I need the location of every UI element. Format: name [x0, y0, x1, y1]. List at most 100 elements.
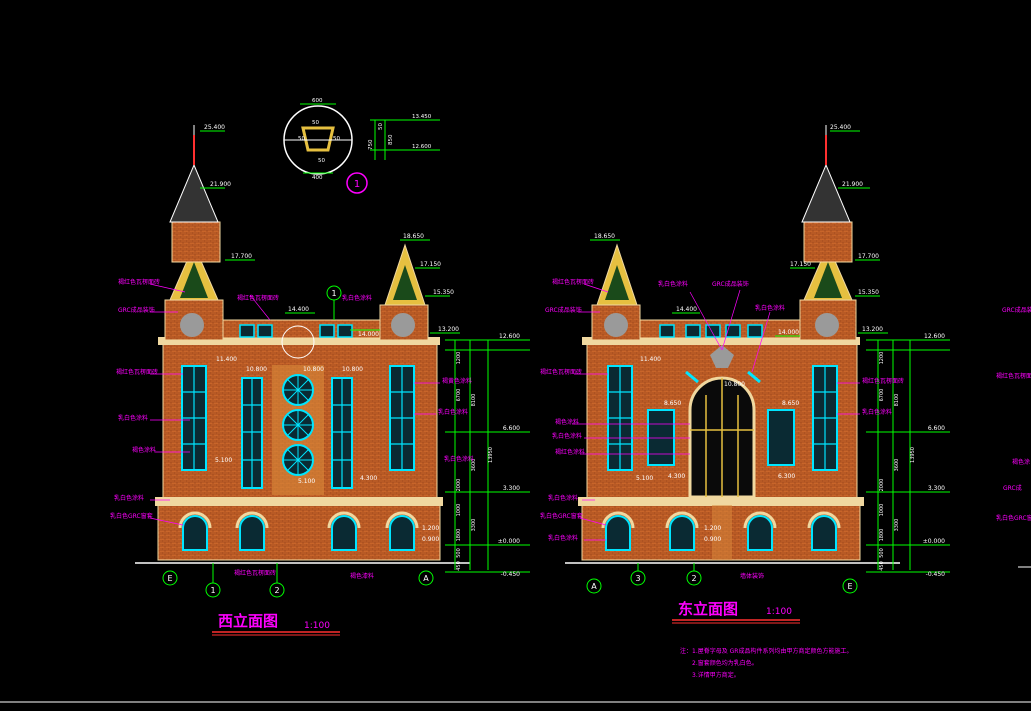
east-level-window-head-r: 8.650 [782, 400, 799, 407]
east-level-ground: ±0.000 [923, 538, 945, 545]
partial-label-1: 褐红色瓦楞面砖 [996, 372, 1031, 380]
east-label-13: 墙体装饰 [740, 572, 764, 580]
west-axis-A: A [423, 574, 429, 583]
west-label-0: 褐红色瓦楞面砖 [118, 278, 160, 286]
west-level-sill-mid: 5.100 [298, 478, 315, 485]
west-left-spire [169, 163, 219, 223]
west-dim-1: 6700 [456, 389, 462, 402]
detail-dim-4: 50 [318, 158, 325, 164]
east-level-window-head-l: 8.650 [664, 400, 681, 407]
east-level-detail2: 0.900 [704, 536, 721, 543]
west-title: 西立面图 [218, 612, 278, 630]
west-axis-1: 1 [210, 586, 215, 595]
east-label-0: 褐红色瓦楞面砖 [552, 278, 594, 286]
west-right-tower-clock [391, 313, 415, 337]
east-dim-10: 450 [879, 561, 885, 571]
west-label-3: 乳白色涂料 [342, 294, 372, 302]
east-right-belfry [803, 221, 853, 263]
west-label-7: 乳白色涂料 [114, 494, 144, 502]
west-level-tower-right-top: 18.650 [403, 233, 424, 240]
west-level-detail2: 0.900 [422, 536, 439, 543]
west-left-belfry [171, 221, 221, 263]
west-level-f2: 6.600 [503, 425, 520, 432]
east-label-14: 乳白色涂料 [658, 280, 688, 288]
east-note-1: 2.窗套颜色均为乳白色。 [692, 659, 758, 667]
west-label-12: 乳白色涂料 [444, 455, 474, 463]
east-title: 东立面图 [678, 600, 738, 618]
west-axis-2: 2 [274, 586, 279, 595]
west-label-4: 褐红色瓦楞面砖 [116, 368, 158, 376]
partial-label-3: GRC成 [1003, 484, 1022, 492]
detail-dim-6: 750 [368, 139, 374, 150]
west-level-sill-right: 4.300 [360, 475, 377, 482]
west-level-detail1: 1.200 [422, 525, 439, 532]
detail-level-1: 12.600 [412, 144, 432, 150]
east-level-detail1: 1.200 [704, 525, 721, 532]
west-level-window-sill-left: 5.100 [215, 457, 232, 464]
west-axis-callout: 1 [331, 289, 336, 298]
detail-dim-8: 850 [388, 134, 394, 145]
west-label-9: 褐红色瓦楞面砖 [234, 569, 276, 577]
east-dim-0: 1200 [879, 352, 885, 365]
east-level-tower-right-base: 15.350 [858, 289, 879, 296]
west-level-window-head-mid1: 10.800 [246, 366, 267, 373]
east-label-12: 褐红色瓦楞面砖 [862, 377, 904, 385]
east-level-cornice: 13.200 [862, 326, 883, 333]
east-level-sill-l: 5.100 [636, 475, 653, 482]
east-dim-4: 13950 [910, 447, 916, 463]
east-level-window-head-left: 11.400 [640, 356, 661, 363]
west-dim-10: 450 [456, 561, 462, 571]
west-label-5: 乳白色涂料 [118, 414, 148, 422]
west-dim-lines [445, 339, 530, 573]
west-elevation: 12.600 6.600 3.300 ±0.000 -0.450 1200 67… [110, 124, 530, 636]
east-notes-prefix: 注： [680, 647, 692, 655]
east-level-f1: 3.300 [928, 485, 945, 492]
east-dim-5: 2000 [879, 479, 885, 492]
west-level-parapet: 14.400 [288, 306, 309, 313]
partial-label-2: 褐色涂 [1012, 458, 1030, 466]
west-label-1: GRC成品装饰 [118, 306, 155, 314]
east-axis-3: 3 [635, 574, 640, 583]
west-level-window-head-mid2: 10.800 [303, 366, 324, 373]
west-dim-8: 1800 [456, 529, 462, 542]
east-level-roof-right: 17.700 [858, 253, 879, 260]
west-level-window-head-mid3: 10.800 [342, 366, 363, 373]
east-label-5: 褐色涂料 [555, 418, 579, 426]
east-elevation: 12.600 6.600 3.300 ±0.000 -0.450 1200 67… [540, 124, 950, 679]
west-level-window-head-left: 11.400 [216, 356, 237, 363]
west-label-8: 乳白色GRC窗套 [110, 512, 153, 520]
west-level-tower-right-mid: 17.150 [420, 261, 441, 268]
west-level-roof-left: 17.700 [231, 253, 252, 260]
east-window-small-right [767, 409, 795, 466]
east-right-spire [801, 163, 851, 223]
west-level-top-eave: 12.600 [499, 333, 520, 340]
west-level-outside: -0.450 [501, 571, 521, 578]
west-label-11: 乳白色涂料 [438, 408, 468, 416]
west-level-f1: 3.300 [503, 485, 520, 492]
west-dim-9: 500 [456, 548, 462, 558]
east-dim-7: 3300 [894, 519, 900, 532]
partial-label-0: GRC成品装饰 [1002, 306, 1031, 314]
west-level-cornice-mid: 14.000 [358, 331, 379, 338]
east-level-tower-left-top: 18.650 [594, 233, 615, 240]
detail-dim-5: 400 [312, 175, 323, 181]
east-window-small-left [647, 409, 675, 466]
east-axis-A: A [591, 582, 597, 591]
detail-dim-3: 50 [333, 136, 340, 142]
east-dim-9: 500 [879, 548, 885, 558]
west-left-tower-clock [180, 313, 204, 337]
west-level-tower-right-base: 15.350 [433, 289, 454, 296]
east-band [578, 497, 864, 506]
east-label-6: 乳白色涂料 [552, 432, 582, 440]
east-label-10: 乳白色GRC窗套 [540, 512, 583, 520]
east-level-arch-top: 10.800 [724, 381, 745, 388]
east-dim-8: 1800 [879, 529, 885, 542]
east-label-11: 乳白色涂料 [862, 408, 892, 416]
west-dim-2: 8100 [471, 394, 477, 407]
east-dim-6: 1000 [879, 504, 885, 517]
west-parapet-windows [239, 324, 353, 338]
west-dim-7: 3300 [471, 519, 477, 532]
west-label-13: 褐色漆料 [350, 572, 374, 580]
east-level-outside: -0.450 [926, 571, 946, 578]
